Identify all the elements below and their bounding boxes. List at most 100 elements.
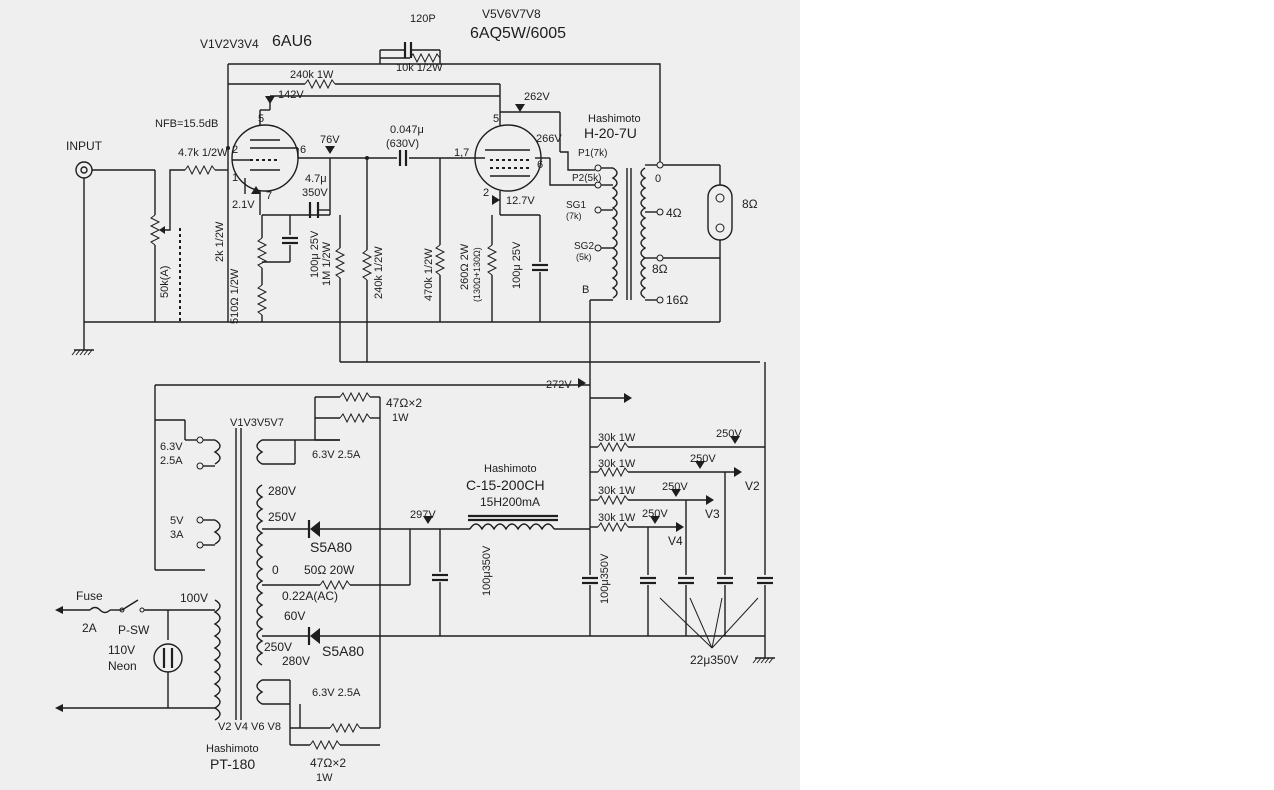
pt-brand: Hashimoto [206,743,259,755]
node-v4: V4 [668,534,683,548]
res-260-split-label: (130Ω+130Ω) [472,247,482,302]
pin-2-b: 2 [483,187,489,199]
power-supply-section [55,362,776,750]
res-4-7k-label: 4.7k 1/2W [178,147,228,159]
res-10k-label: 10k 1/2W [396,62,443,74]
ot-model: H-20-7U [584,125,637,141]
voltage-250v-1: 250V [716,428,742,440]
voltage-60v: 60V [284,609,305,623]
volume-50k-label: 50k(A) [159,266,171,298]
labels: V1V2V3V4 6AU6 V5V6V7V8 6AQ5W/6005 120P 1… [66,7,760,784]
voltage-250v-top: 250V [268,510,296,524]
voltage-250v-4: 250V [642,508,668,520]
cap-100u-25v-label: 100μ 25V [309,230,321,278]
pin-1-7-b: 1,7 [454,147,469,159]
res-50ohm-20w: 50Ω 20W [304,563,355,577]
heater-2-5a-left: 2.5A [160,455,183,467]
schematic-sheet [0,0,800,790]
node-v2: V2 [745,479,760,493]
pt-model: PT-180 [210,756,255,772]
fuse-2a-label: 2A [82,621,97,635]
tap-16ohm-label: 16Ω [666,293,688,307]
cap-4-7u-label: 4.7μ [305,173,327,185]
tap-4ohm-label: 4Ω [666,206,682,220]
res-240k-1w-label: 240k 1W [290,69,334,81]
cap-100u-25v-2-label: 100μ 25V [511,241,523,289]
heater-6-3v-bottom: 6.3V 2.5A [312,687,361,699]
tap-0-label: 0 [655,173,661,185]
neon-label: Neon [108,659,137,673]
cap-350v-label: 350V [302,187,328,199]
node-v3: V3 [705,507,720,521]
tubes-v5-v8-label: V5V6V7V8 [482,7,541,21]
voltage-250v-3: 250V [662,481,688,493]
voltage-250v-2: 250V [690,453,716,465]
voltage-250v-bottom: 250V [264,640,292,654]
tap-sg1-imp-label: (7k) [566,211,582,221]
pin-5-b: 5 [493,113,499,125]
heater-3a: 3A [170,529,184,541]
voltage-142v: 142V [278,89,304,101]
cap-100u-350v-b: 100μ350V [599,553,611,604]
fuse-label: Fuse [76,589,103,603]
ps-heater-tubes-bottom: V2 V4 V6 V8 [218,721,281,733]
voltage-280v-bottom: 280V [282,654,310,668]
pin-7-a: 7 [266,190,272,202]
tap-b-label: B [582,284,589,296]
voltage-272v: 272V [546,379,572,391]
res-240k-half-label: 240k 1/2W [373,246,385,299]
rectifier-s5a80-top: S5A80 [310,539,352,555]
cap-630v-label: (630V) [386,138,419,150]
voltage-262v: 262V [524,91,550,103]
pin-6-b: 6 [537,159,543,171]
tap-p2-label: P2(5k) [572,173,601,184]
res-2k-label: 2k 1/2W [214,221,226,262]
choke-brand: Hashimoto [484,463,537,475]
voltage-76v: 76V [320,134,340,146]
res-47x2-top-w: 1W [392,412,409,424]
amplifier-section [71,42,760,420]
choke-model: C-15-200CH [466,477,545,493]
voltage-2-1v: 2.1V [232,199,255,211]
res-47x2-bottom: 47Ω×2 [310,756,346,770]
pin-1-a: 1 [232,172,238,184]
current-0-22a: 0.22A(AC) [282,589,338,603]
nfb-label: NFB=15.5dB [155,118,218,130]
voltage-12-7v: 12.7V [506,195,535,207]
heater-5v: 5V [170,515,184,527]
res-260-label: 260Ω 2W [459,243,471,290]
cap-22u-350v: 22μ350V [690,653,738,667]
voltage-280v-top: 280V [268,484,296,498]
tap-p1-label: P1(7k) [578,148,607,159]
neon-110v-label: 110V [108,643,135,657]
primary-100v-label: 100V [180,591,208,605]
voltage-266v: 266V [536,133,562,145]
pin-5-a: 5 [258,113,264,125]
res-30k-3: 30k 1W [598,485,636,497]
cap-100u-350v-a: 100μ350V [481,545,493,596]
rectifier-s5a80-bottom: S5A80 [322,643,364,659]
tap-sg2-label: SG2 [574,241,594,252]
input-label: INPUT [66,139,103,153]
res-30k-1: 30k 1W [598,432,636,444]
cap-047u-label: 0.047μ [390,124,424,136]
pin-6-a: 6 [300,144,306,156]
speaker-8ohm-label: 8Ω [742,197,758,211]
tube1-type: 6AU6 [272,33,312,50]
tap-sg2-imp-label: (5k) [576,252,592,262]
res-1m-label: 1M 1/2W [321,241,333,286]
ct-tap-0: 0 [272,563,279,577]
tubes-v1-v4-label: V1V2V3V4 [200,37,259,51]
res-30k-4: 30k 1W [598,512,636,524]
heater-6-3v-left: 6.3V [160,441,183,453]
res-47x2-bottom-w: 1W [316,772,333,784]
res-30k-2: 30k 1W [598,458,636,470]
res-470k-label: 470k 1/2W [423,248,435,301]
power-switch-label: P-SW [118,623,150,637]
heater-6-3v-top: 6.3V 2.5A [312,449,361,461]
tube2-type: 6AQ5W/6005 [470,25,566,42]
res-510-label: 510Ω 1/2W [229,268,241,324]
choke-spec: 15H200mA [480,495,540,509]
ot-brand: Hashimoto [588,113,641,125]
